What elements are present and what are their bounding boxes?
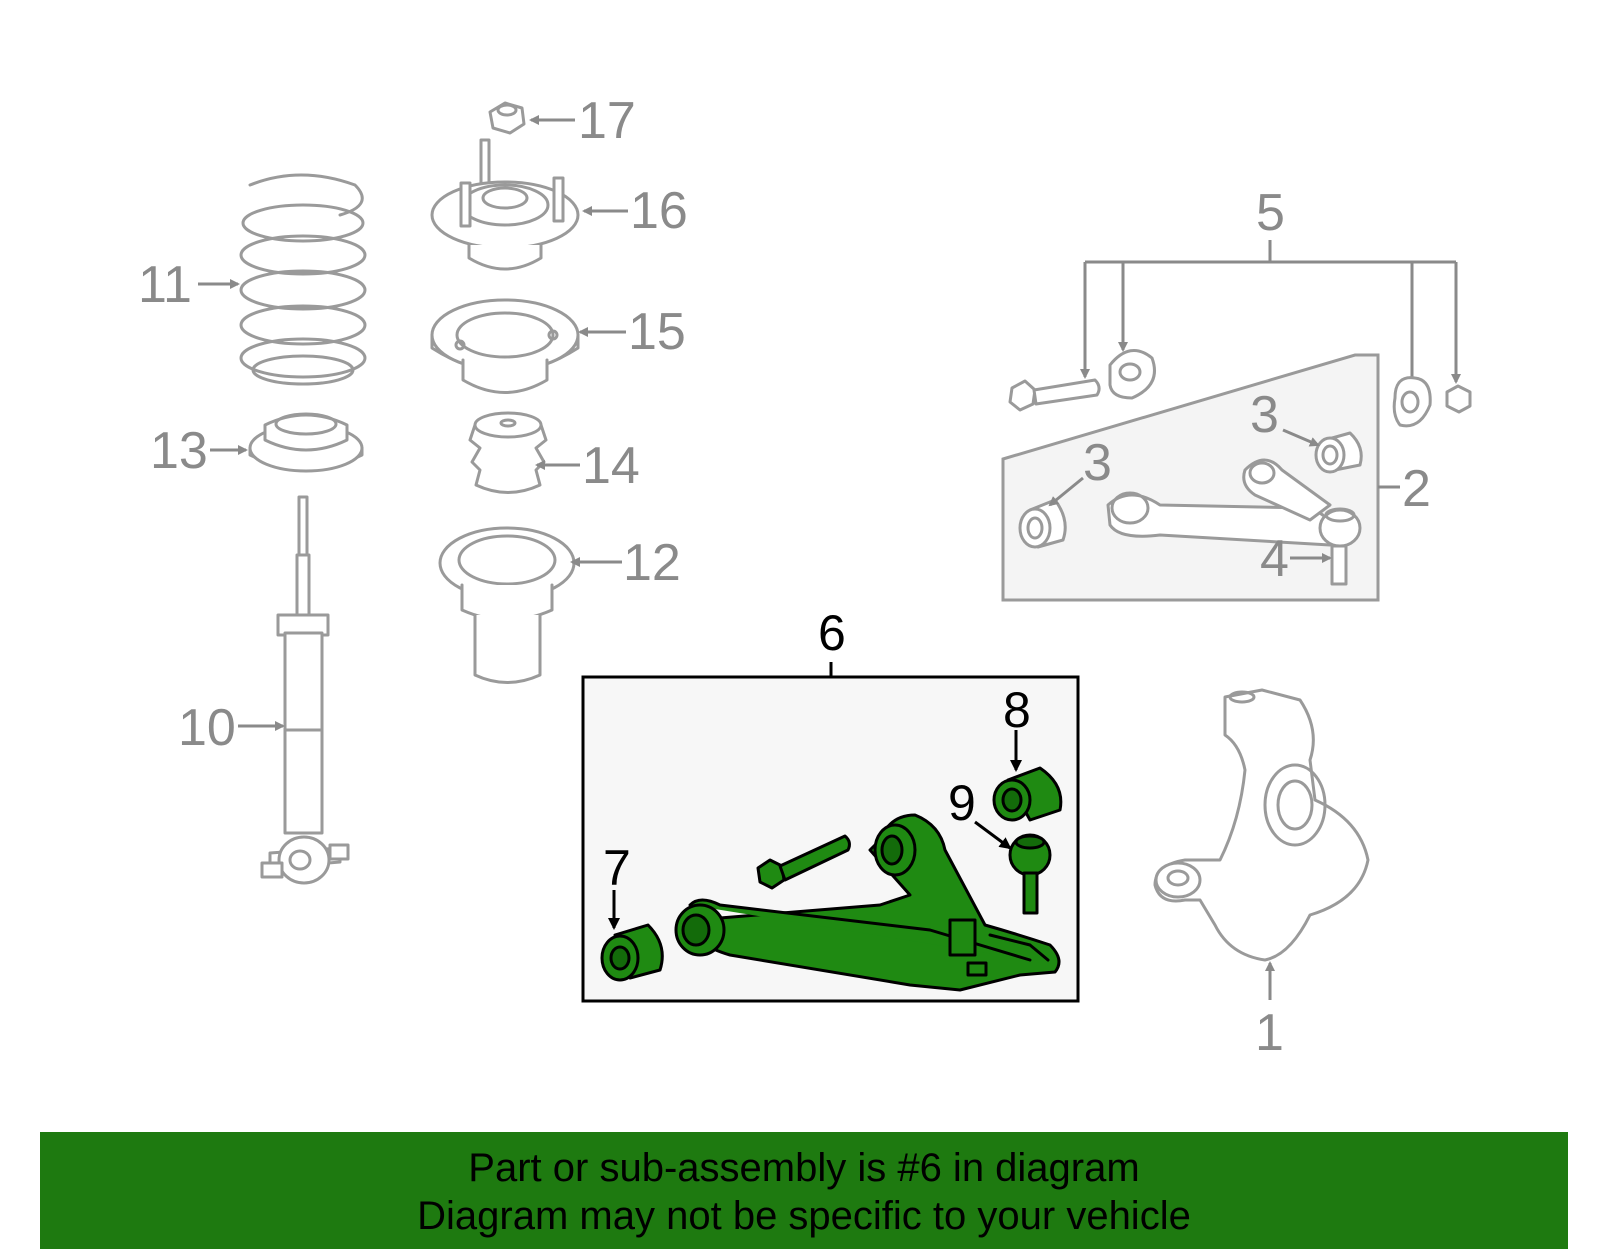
callout-10: 10: [178, 699, 236, 757]
part-14-jounce-bumper[interactable]: 14: [468, 411, 640, 495]
callout-7: 7: [603, 840, 631, 896]
part-6-lower-control-arm-kit[interactable]: 6 7: [581, 605, 1080, 1003]
callout-8: 8: [1003, 682, 1031, 738]
part-5-hardware-kit[interactable]: 5: [1008, 184, 1472, 428]
callout-3-right: 3: [1250, 386, 1279, 444]
part-9-ball-joint[interactable]: 9: [948, 775, 1052, 915]
callout-13: 13: [150, 422, 208, 480]
callout-15: 15: [628, 303, 686, 361]
callout-16: 16: [630, 182, 688, 240]
callout-4: 4: [1260, 530, 1289, 588]
part-1-steering-knuckle[interactable]: 1: [1153, 688, 1370, 1062]
part-15-spring-seat[interactable]: 15: [430, 298, 686, 394]
callout-17: 17: [578, 92, 636, 150]
part-10-shock-absorber[interactable]: 10: [178, 495, 350, 885]
part-16-strut-mount[interactable]: 16: [430, 138, 688, 271]
callout-11: 11: [138, 256, 192, 314]
part-2-upper-control-arm[interactable]: 2 4: [1001, 353, 1431, 602]
part-3-bushing-left[interactable]: 3: [1018, 434, 1112, 549]
lower-arm-bolt[interactable]: [756, 834, 851, 890]
info-banner: Part or sub-assembly is #6 in diagram Di…: [40, 1132, 1568, 1249]
part-7-bushing[interactable]: 7: [600, 840, 664, 982]
callout-6: 6: [818, 605, 846, 661]
callout-12: 12: [623, 534, 681, 592]
callout-14: 14: [582, 437, 640, 495]
callout-9: 9: [948, 775, 976, 831]
part-3-bushing-right[interactable]: 3: [1250, 386, 1363, 474]
part-12-insulator[interactable]: 12: [438, 526, 681, 684]
callout-1: 1: [1255, 1004, 1284, 1062]
lower-control-arm[interactable]: [674, 813, 1061, 992]
banner-line-1: Part or sub-assembly is #6 in diagram: [468, 1146, 1140, 1190]
part-8-bushing[interactable]: 8: [992, 682, 1063, 822]
callout-2: 2: [1402, 460, 1431, 518]
callout-3-left: 3: [1083, 434, 1112, 492]
part-13-spring-insulator[interactable]: 13: [150, 412, 364, 480]
banner-line-2: Diagram may not be specific to your vehi…: [417, 1194, 1191, 1238]
part-11-coil-spring[interactable]: 11: [138, 173, 367, 386]
callout-5: 5: [1256, 184, 1285, 242]
part-17-nut[interactable]: 17: [488, 92, 636, 150]
